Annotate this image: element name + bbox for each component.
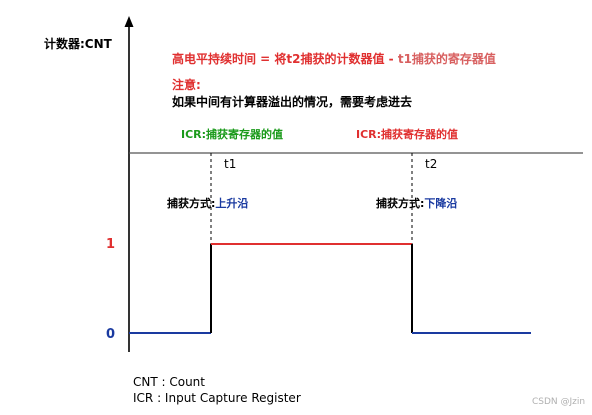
note-text: 如果中间有计算器溢出的情况，需要考虑进去 bbox=[172, 95, 413, 109]
capture-mode-rising: 捕获方式:上升沿 bbox=[167, 198, 248, 209]
note-title: 注意: bbox=[172, 78, 201, 92]
y-axis-arrow bbox=[124, 16, 134, 27]
icr-label-first: ICR:捕获寄存器的值 bbox=[181, 128, 284, 141]
capture-edge-rising: 上升沿 bbox=[215, 197, 249, 210]
legend-cnt: CNT : Count bbox=[133, 375, 205, 389]
watermark: CSDN @Jzin bbox=[532, 397, 586, 407]
formula-part-2: t1捕获的寄存器值 bbox=[397, 52, 496, 66]
t1-label: t1 bbox=[224, 157, 237, 171]
formula-text: 高电平持续时间 = 将t2捕获的计数器值 - t1捕获的寄存器值 bbox=[172, 53, 496, 65]
capture-mode-falling: 捕获方式:下降沿 bbox=[376, 198, 457, 209]
level-low-label: 0 bbox=[106, 327, 116, 342]
icr-label-second: ICR:捕获寄存器的值 bbox=[356, 128, 459, 141]
formula-part-1: 高电平持续时间 = 将t2捕获的计数器值 - bbox=[172, 52, 398, 66]
legend-icr: ICR : Input Capture Register bbox=[133, 391, 301, 405]
y-axis-label: 计数器:CNT bbox=[44, 37, 112, 51]
t2-label: t2 bbox=[425, 157, 438, 171]
capture-prefix-first: 捕获方式: bbox=[167, 197, 216, 210]
level-high-label: 1 bbox=[106, 237, 116, 252]
capture-prefix-second: 捕获方式: bbox=[376, 197, 425, 210]
capture-edge-falling: 下降沿 bbox=[424, 197, 458, 210]
